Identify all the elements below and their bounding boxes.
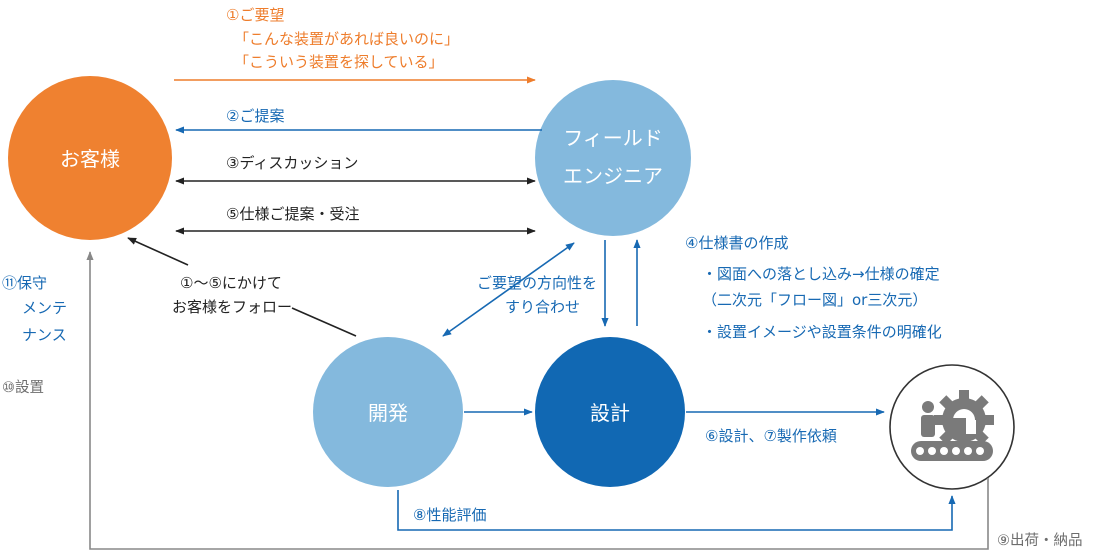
- design-node: [535, 337, 685, 487]
- design-label: 設計: [590, 401, 630, 425]
- spec-doc-item3: ・設置イメージや設置条件の明確化: [702, 323, 942, 341]
- spec-proposal-label: ⑤仕様ご提案・受注: [226, 205, 359, 223]
- customer-label: お客様: [60, 147, 120, 171]
- alignment-arrow: [442, 242, 575, 337]
- customer-node: [8, 76, 172, 240]
- shipping-arrow: [86, 251, 989, 550]
- shipping-label: ⑨出荷・納品: [997, 532, 1083, 549]
- worker-icon: [921, 401, 943, 437]
- discussion-label: ③ディスカッション: [226, 154, 358, 172]
- alignment-line1: ご要望の方向性を: [477, 274, 597, 292]
- proposal-label: ②ご提案: [226, 107, 284, 125]
- spec-doc-item1: ・図面への落とし込み→仕様の確定: [702, 265, 940, 283]
- installation-label: ⑩設置: [2, 379, 44, 396]
- field-engineer-node: [535, 80, 691, 236]
- request-line1: 「こんな装置があれば良いのに」: [234, 30, 459, 48]
- followup-arrow: [291, 307, 357, 337]
- field-engineer-label-line1: フィールド: [563, 126, 663, 150]
- development-node: [313, 337, 463, 487]
- factory-machine-icon: [889, 364, 1015, 490]
- box-icon: [949, 418, 966, 436]
- development-label: 開発: [368, 401, 408, 425]
- performance-eval-label: ⑧性能評価: [413, 506, 486, 524]
- followup-line2: お客様をフォロー: [172, 298, 292, 316]
- maintenance-line3: ナンス: [22, 326, 67, 344]
- maintenance-line1: ⑪保守: [2, 274, 47, 292]
- request-title: ①ご要望: [226, 6, 284, 24]
- spec-doc-title: ④仕様書の作成: [685, 234, 788, 252]
- maintenance-line2: メンテ: [22, 299, 67, 317]
- performance-eval-arrow: [397, 490, 956, 531]
- spec-doc-item2: （二次元「フロー図」or三次元）: [702, 291, 927, 309]
- followup-arrow-head: [127, 237, 189, 266]
- request-line2: 「こういう装置を探している」: [234, 53, 444, 71]
- followup-line1: ①〜⑤にかけて: [180, 274, 282, 292]
- alignment-line2: すり合わせ: [505, 298, 580, 316]
- field-engineer-label-line2: エンジニア: [563, 164, 663, 188]
- design-mfg-label: ⑥設計、⑦製作依頼: [705, 427, 837, 445]
- conveyor-belt-icon: [911, 441, 993, 461]
